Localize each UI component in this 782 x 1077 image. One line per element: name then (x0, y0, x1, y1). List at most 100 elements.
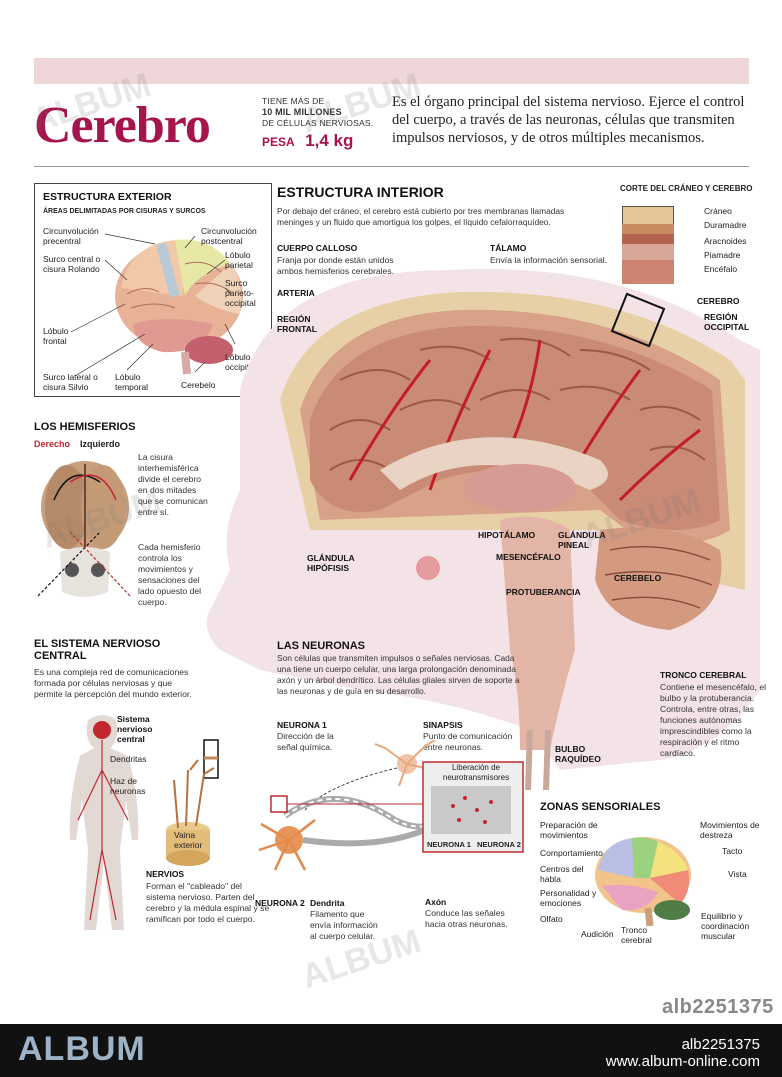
text-neurona-1: Dirección de la señal química. (277, 731, 334, 752)
exterior-structure-box: ESTRUCTURA EXTERIOR ÁREAS DELIMITADAS PO… (34, 183, 272, 397)
zone-tacto: Tacto (722, 846, 743, 856)
zone-vista: Vista (728, 869, 747, 879)
label-protuberancia: PROTUBERANCIA (506, 587, 581, 597)
label-syn-neurona-2: NEURONA 2 (477, 840, 521, 849)
sagittal-brain-illustration (206, 268, 760, 790)
page-title: Cerebro (34, 97, 211, 154)
label-sinapsis: SINAPSIS (423, 720, 463, 730)
label-axon: Axón (425, 897, 447, 907)
label-cerebro: CEREBRO (697, 296, 740, 306)
layer-craneo: Cráneo (704, 206, 732, 216)
label-pineal: GLÁNDULA PINEAL (558, 530, 606, 550)
brain-stats: TIENE MÁS DE 10 MIL MILLONES DE CÉLULAS … (262, 96, 382, 151)
zone-olfato: Olfato (540, 914, 563, 924)
zone-habla: Centros del habla (540, 864, 584, 884)
hemispheres-text-2: Cada hemisferio controla los movimientos… (138, 542, 202, 607)
nervous-system-illustration (69, 715, 219, 930)
label-bulbo: BULBO RAQUÍDEO (555, 744, 601, 764)
footer-url-link[interactable]: www.album-online.com (605, 1053, 760, 1070)
zone-preparacion: Preparación de movimientos (540, 820, 598, 840)
neurons-title: LAS NEURONAS (277, 640, 366, 652)
skull-section-illustration (622, 206, 674, 284)
zone-equilibrio: Equilibrio y coordinación muscular (701, 911, 750, 941)
header-divider (34, 166, 749, 167)
exterior-title: ESTRUCTURA EXTERIOR (43, 191, 172, 203)
footer-bar (0, 1024, 782, 1077)
exterior-subtitle: ÁREAS DELIMITADAS POR CISURAS Y SURCOS (43, 208, 206, 215)
label-hipotalamo: HIPOTÁLAMO (478, 530, 536, 540)
label-region-occipital: REGIÓN OCCIPITAL (704, 312, 750, 332)
sensory-brain-illustration (595, 837, 691, 927)
label-cerebelo-int: CEREBELO (614, 573, 662, 583)
text-cuerpo-calloso: Franja por donde están unidos ambos hemi… (277, 255, 395, 276)
label-tronco: TRONCO CEREBRAL (660, 670, 747, 680)
label-sistema-central: Sistema nervioso central (117, 714, 153, 744)
label-parietal: Lóbulo parietal (225, 250, 253, 270)
stat-line2: 10 MIL MILLONES (262, 107, 342, 117)
label-frontal: Lóbulo frontal (43, 326, 69, 346)
hemispheres-title: LOS HEMISFERIOS (34, 421, 136, 433)
layer-encefalo: Encéfalo (704, 264, 738, 274)
label-precentral: Circunvolución precentral (43, 226, 99, 246)
neurons-text: Son células que transmiten impulsos o se… (277, 653, 520, 696)
text-tronco: Contiene el mesencéfalo, el bulbo y la p… (660, 682, 767, 758)
label-neurona-1: NEURONA 1 (277, 720, 327, 730)
zone-comportamiento: Comportamiento (540, 848, 603, 858)
text-nervios: Forman el "cableado" del sistema nervios… (146, 881, 270, 924)
skull-layer-list: Cráneo Duramadre Aracnoides Piamadre Enc… (704, 206, 747, 278)
label-arteria: ARTERIA (277, 288, 315, 298)
label-dendrita: Dendrita (310, 898, 345, 908)
header-band (34, 58, 749, 84)
label-cuerpo-calloso: CUERPO CALLOSO (277, 243, 358, 253)
label-neurona-2: NEURONA 2 (255, 898, 305, 908)
text-talamo: Envía la información sensorial. (490, 255, 608, 265)
label-nervios: NERVIOS (146, 869, 185, 879)
label-dendritas: Dendritas (110, 754, 147, 764)
layer-aracnoides: Aracnoides (704, 236, 747, 246)
zone-personalidad: Personalidad y emociones (540, 888, 597, 908)
label-region-frontal: REGIÓN FRONTAL (277, 314, 317, 334)
label-mesencefalo: MESENCÉFALO (496, 552, 561, 562)
weight-label: PESA (262, 135, 295, 149)
label-parieto-occipital: Surco parieto-occipital (225, 278, 256, 308)
zone-audicion: Audición (581, 929, 614, 939)
text-sinapsis: Punto de comunicación entre neuronas. (423, 731, 513, 752)
label-hipofisis: GLÁNDULA HIPÓFISIS (307, 553, 355, 573)
label-talamo: TÁLAMO (490, 243, 527, 253)
label-vaina: Vaina exterior (174, 830, 203, 850)
image-code: alb2251375 (662, 996, 774, 1018)
label-occipital: Lóbulo occipital (225, 352, 256, 372)
label-derecho: Derecho (34, 439, 71, 449)
label-postcentral: Circunvolución postcentral (201, 226, 257, 246)
layer-duramadre: Duramadre (704, 220, 747, 230)
interior-title: ESTRUCTURA INTERIOR (277, 184, 444, 200)
album-logo[interactable]: ALBUM (18, 1030, 146, 1068)
footer-image-id: alb2251375 (681, 1036, 760, 1053)
layer-piamadre: Piamadre (704, 250, 741, 260)
corte-title: CORTE DEL CRÁNEO Y CEREBRO (620, 184, 753, 193)
text-axon: Conduce las señales hacia otras neuronas… (425, 908, 508, 929)
zone-tronco: Tronco cerebral (621, 925, 652, 945)
weight-value: 1,4 kg (305, 131, 354, 150)
snc-text: Es una compleja red de comunicaciones fo… (34, 667, 192, 699)
label-izquierdo: Izquierdo (80, 439, 120, 449)
snc-title: EL SISTEMA NERVIOSO CENTRAL (34, 638, 161, 662)
label-syn-neurona-1: NEURONA 1 (427, 840, 471, 849)
stat-line3: DE CÉLULAS NERVIOSAS. (262, 118, 374, 128)
neurons-illustration (258, 740, 524, 871)
exterior-brain-illustration (70, 233, 243, 377)
hemispheres-text-1: La cisura interhemisférica divide el cer… (138, 452, 208, 517)
label-temporal: Lóbulo temporal (115, 372, 149, 392)
label-cerebelo-ext: Cerebelo (181, 380, 216, 390)
text-dendrita: Filamento que envía información al cuerp… (310, 909, 378, 941)
sensory-zones-title: ZONAS SENSORIALES (540, 801, 661, 813)
label-liberacion: Liberación de neurotransmisores (442, 763, 510, 782)
zone-destreza: Movimientos de destreza (700, 820, 760, 840)
label-haz: Haz de neuronas (110, 776, 146, 796)
label-silvio: Surco lateral o cisura Silvio (43, 372, 98, 392)
stat-line1: TIENE MÁS DE (262, 96, 325, 106)
intro-text: Es el órgano principal del sistema nervi… (392, 94, 745, 146)
label-rolando: Surco central o cisura Rolando (43, 254, 101, 274)
hemispheres-illustration (37, 461, 131, 597)
interior-description: Por debajo del cráneo, el cerebro está c… (277, 206, 565, 227)
